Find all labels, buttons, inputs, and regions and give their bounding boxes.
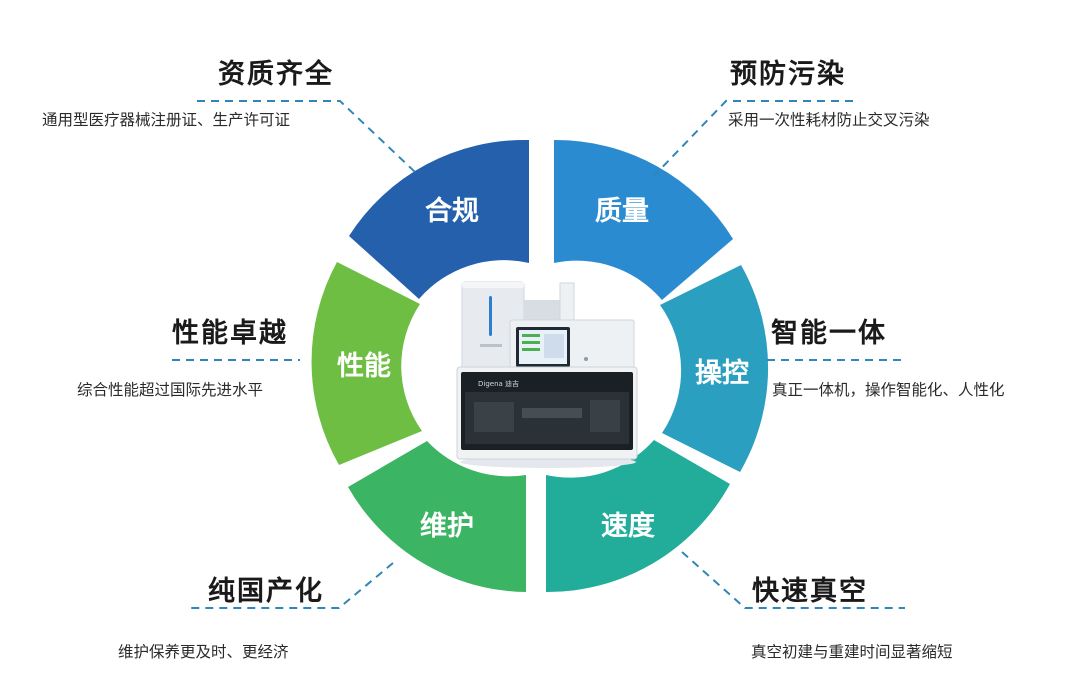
connector-compliance — [197, 100, 416, 173]
feature-title-compliance: 资质齐全 — [218, 59, 334, 90]
feature-desc-quality: 采用一次性耗材防止交叉污染 — [728, 111, 930, 129]
feature-desc-speed: 真空初建与重建时间显著缩短 — [751, 643, 953, 661]
device-brand: Digena 迪吉 — [478, 379, 519, 388]
segment-label-operation: 操控 — [695, 358, 749, 389]
segment-label-maintenance: 维护 — [420, 511, 474, 542]
segment-label-quality: 质量 — [595, 196, 649, 227]
feature-title-quality: 预防污染 — [730, 59, 846, 90]
segment-label-performance: 性能 — [337, 350, 391, 382]
connector-speed — [681, 551, 905, 609]
connector-maintenance — [190, 562, 394, 609]
feature-desc-compliance: 通用型医疗器械注册证、生产许可证 — [42, 111, 291, 129]
segment-label-compliance: 合规 — [425, 195, 479, 227]
segment-compliance — [349, 139, 529, 299]
feature-title-performance: 性能卓越 — [172, 318, 288, 349]
feature-title-speed: 快速真空 — [752, 576, 868, 607]
segment-label-speed: 速度 — [601, 510, 655, 542]
feature-title-maintenance: 纯国产化 — [208, 576, 324, 607]
segment-performance — [311, 262, 422, 465]
feature-title-operation: 智能一体 — [771, 318, 887, 349]
feature-desc-operation: 真正一体机，操作智能化、人性化 — [772, 381, 1005, 399]
feature-desc-maintenance: 维护保养更及时、更经济 — [118, 643, 289, 661]
segment-operation — [660, 265, 769, 472]
segment-speed — [546, 440, 730, 593]
feature-desc-performance: 综合性能超过国际先进水平 — [77, 381, 264, 399]
segment-maintenance — [348, 441, 526, 592]
segment-quality — [554, 139, 733, 300]
device-illustration: Digena 迪吉 — [456, 281, 638, 468]
connector-quality — [649, 100, 853, 181]
